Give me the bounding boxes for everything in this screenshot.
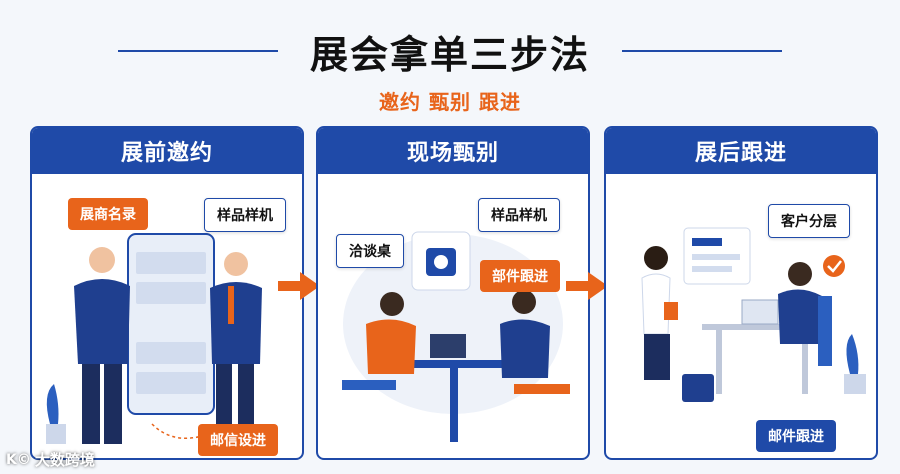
- bubble-samples: 样品样机: [204, 198, 286, 232]
- briefcase-icon: [682, 374, 714, 402]
- person-tie: [228, 286, 234, 324]
- person-shirt: [641, 273, 671, 335]
- chair-icon: [514, 384, 570, 394]
- page-subtitle: 邀约 甄别 跟进: [379, 90, 521, 114]
- person-head: [380, 292, 404, 316]
- person-shirt: [366, 319, 416, 374]
- title-right-rule: [622, 50, 782, 52]
- laptop-icon: [741, 299, 779, 325]
- person-suit: [500, 319, 550, 378]
- followup-illustration: [641, 227, 866, 402]
- laptop-icon: [430, 334, 466, 358]
- desk-top: [702, 324, 822, 330]
- person-head: [644, 246, 668, 270]
- panel-illustration: 洽谈桌 样品样机 部件跟进: [318, 174, 588, 458]
- chair-icon: [818, 296, 832, 366]
- checklist-row: [136, 252, 206, 274]
- bubble-exhibitor-list: 展商名录: [68, 198, 148, 230]
- checklist-row: [136, 282, 206, 304]
- plant-icon: [46, 384, 59, 424]
- bubble-component-followup: 部件跟进: [480, 260, 560, 292]
- bubble-samples: 样品样机: [478, 198, 560, 232]
- desk-leg: [716, 330, 722, 394]
- tablet-icon: [664, 302, 678, 320]
- header: 展会拿单三步法 邀约 甄别 跟进: [0, 0, 900, 118]
- plant-icon: [846, 334, 859, 374]
- chair-icon: [342, 380, 396, 390]
- person-head: [788, 262, 812, 286]
- bubble-negotiation-table: 洽谈桌: [336, 234, 404, 268]
- document-line: [692, 266, 732, 272]
- panel-title: 现场甄别: [318, 128, 588, 174]
- table-leg: [450, 368, 458, 442]
- panel-onsite-screening: 现场甄别 洽谈桌 样品样机 部件跟进: [316, 126, 590, 460]
- panel-pre-show-invite: 展前邀约 展商名录 样品样机 邮信设进: [30, 126, 304, 460]
- panel-title: 展后跟进: [606, 128, 876, 174]
- person-head: [89, 247, 115, 273]
- desk-leg: [802, 330, 808, 394]
- plant-pot: [844, 374, 866, 394]
- page-title: 展会拿单三步法: [309, 33, 590, 77]
- watermark-logo: K©: [6, 451, 31, 468]
- panel-title: 展前邀约: [32, 128, 302, 174]
- panel-illustration: 客户分层 邮件跟进: [606, 174, 876, 458]
- watermark: K© 大数跨境: [6, 449, 95, 470]
- title-left-rule: [118, 50, 278, 52]
- panel-post-show-followup: 展后跟进: [604, 126, 878, 460]
- document-line: [692, 238, 722, 246]
- check-mark: [827, 260, 842, 273]
- document-line: [692, 254, 740, 260]
- checklist-row: [136, 342, 206, 364]
- bubble-customer-tiering: 客户分层: [768, 204, 850, 238]
- watermark-text: 大数跨境: [34, 451, 95, 469]
- bubble-email-invite: 邮信设进: [198, 424, 278, 456]
- panel-illustration: 展商名录 样品样机 邮信设进: [32, 174, 302, 458]
- person-leg: [82, 364, 100, 444]
- person-head: [224, 252, 248, 276]
- person-suit: [210, 282, 262, 364]
- table-top: [376, 360, 536, 368]
- person-suit: [74, 279, 130, 364]
- checklist-row: [136, 372, 206, 394]
- dashed-connector: [151, 423, 203, 439]
- person-leg: [104, 364, 122, 444]
- camera-lens: [434, 255, 448, 269]
- person-head: [512, 290, 536, 314]
- person-skirt: [644, 334, 670, 380]
- check-icon: [823, 255, 845, 277]
- plant-pot: [46, 424, 66, 444]
- person-suit: [778, 289, 822, 344]
- bubble-email-followup: 邮件跟进: [756, 420, 836, 452]
